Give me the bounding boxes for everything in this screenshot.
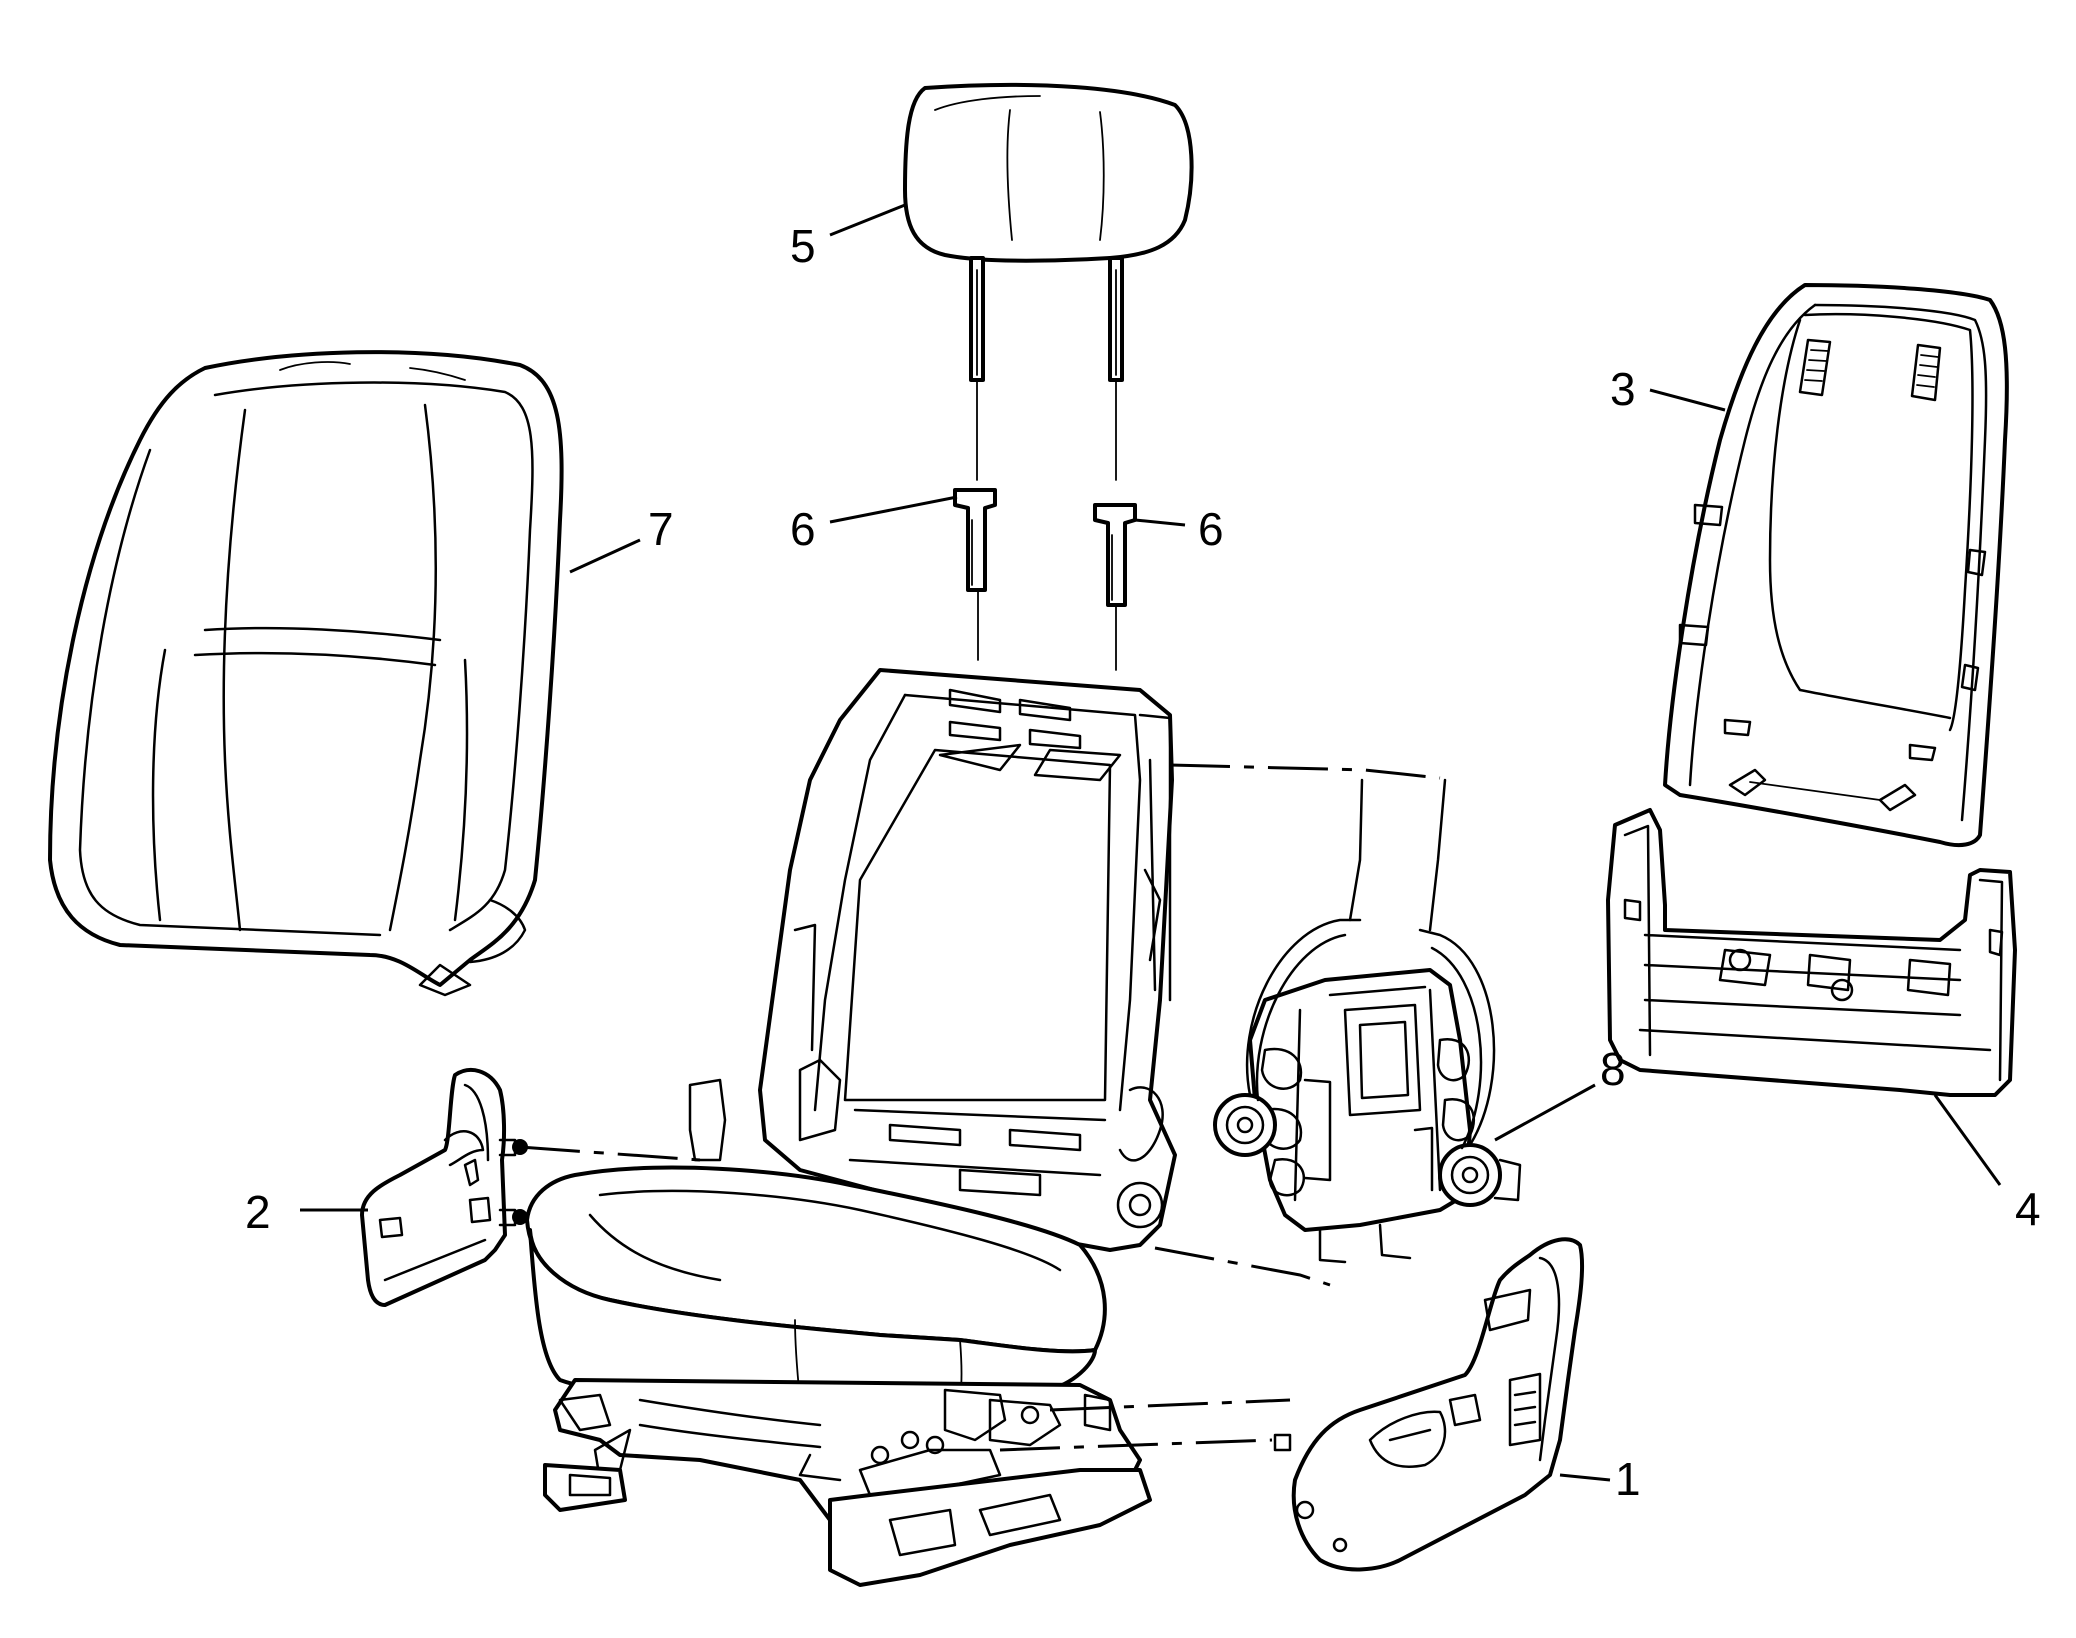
- seat-back-panel: [1663, 283, 2009, 848]
- seat-cushion: [525, 1165, 1107, 1402]
- callout-8: 8: [1600, 1043, 1626, 1095]
- inner-side-panel: [360, 1068, 528, 1307]
- head-restraint: [903, 82, 1194, 481]
- seat-back-cushion: [48, 350, 564, 997]
- recliner-mechanism: [1213, 778, 1522, 1264]
- callout-6-right: 6: [1198, 503, 1224, 555]
- seat-back-frame: [688, 668, 1177, 1252]
- callout-2: 2: [245, 1186, 271, 1238]
- head-restraint-guide-right: [1093, 503, 1137, 671]
- relation-lines: [519, 763, 1441, 1452]
- callout-3: 3: [1610, 363, 1636, 415]
- head-restraint-guide-left: [953, 488, 997, 661]
- seat-back-lower-panel: [1606, 808, 2017, 1097]
- callout-4: 4: [2015, 1183, 2041, 1235]
- callout-6-left: 6: [790, 503, 816, 555]
- callout-5: 5: [790, 220, 816, 272]
- leader-lines: [300, 203, 2002, 1482]
- outer-side-shield: [1273, 1237, 1585, 1572]
- callouts: 1 2 3 4 5 6 6 7 8: [245, 220, 2041, 1505]
- seat-adjuster: [543, 1378, 1152, 1587]
- callout-1: 1: [1615, 1453, 1641, 1505]
- callout-7: 7: [648, 503, 674, 555]
